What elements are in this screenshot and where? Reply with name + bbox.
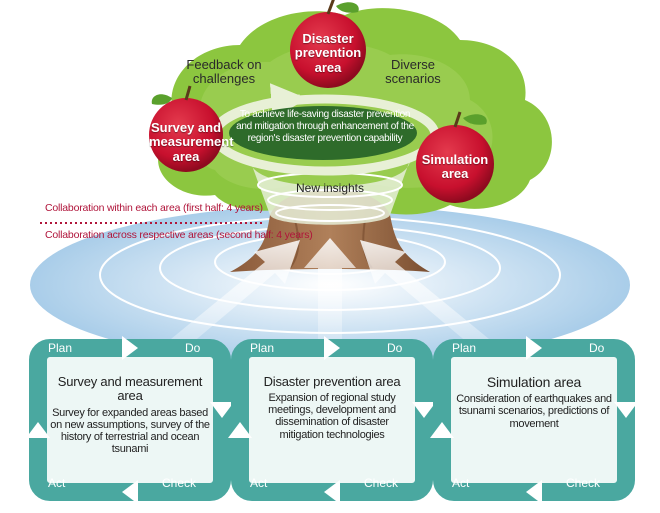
cycle-simulation-text: Simulation area Consideration of earthqu… (454, 374, 614, 430)
cycle-survey-check: Check (162, 476, 197, 490)
cycle-simulation-do: Do (589, 341, 605, 355)
cycle-disaster-prevention-frame (228, 336, 436, 504)
apple-label-survey: Survey and measurement area (149, 120, 234, 164)
apple-disaster-prevention (290, 0, 366, 88)
goal-text: To achieve life-saving disaster preventi… (236, 109, 414, 144)
cycle-survey-do: Do (185, 341, 201, 355)
cycle-survey-text: Survey and measurement area Survey for e… (50, 374, 210, 455)
cycle-simulation-title: Simulation area (486, 374, 582, 390)
feedback-label: Feedback on challenges (186, 57, 262, 87)
apple-label-disaster-prevention: Disaster prevention area (294, 31, 362, 75)
apple-label-simulation: Simulation area (421, 152, 489, 182)
cycle-disaster-prevention-check: Check (364, 476, 399, 490)
collaboration-within: Collaboration within each area (first ha… (45, 202, 263, 214)
cycle-survey-act: Act (48, 476, 66, 490)
apple-simulation (416, 111, 494, 203)
cycle-simulation-body: Consideration of earthquakes and tsunami… (456, 393, 612, 430)
cycle-disaster-prevention-body: Expansion of regional study meetings, de… (268, 392, 396, 441)
scenarios-label: Diverse scenarios (385, 57, 441, 87)
cycle-simulation-act: Act (452, 476, 470, 490)
cycle-survey-frame (26, 336, 234, 504)
apple-survey (149, 85, 223, 172)
cycle-simulation-plan: Plan (452, 341, 477, 355)
cycle-disaster-prevention-plan: Plan (250, 341, 275, 355)
cycle-disaster-prevention-title: Disaster prevention area (263, 374, 401, 389)
cycle-disaster-prevention-text: Disaster prevention area Expansion of re… (252, 374, 412, 441)
collaboration-across: Collaboration across respective areas (s… (45, 229, 313, 241)
cycle-simulation-frame (430, 336, 638, 504)
new-insights-label: New insights (295, 181, 365, 195)
cycle-disaster-prevention-act: Act (250, 476, 268, 490)
upward-arrows (160, 238, 500, 360)
cycle-survey-title: Survey and measurement area (57, 374, 203, 404)
cycle-survey-plan: Plan (48, 341, 73, 355)
cycle-simulation-check: Check (566, 476, 601, 490)
insight-funnel (250, 160, 410, 225)
cycle-survey-body: Survey for expanded areas based on new a… (50, 406, 210, 455)
cycle-disaster-prevention-do: Do (387, 341, 403, 355)
